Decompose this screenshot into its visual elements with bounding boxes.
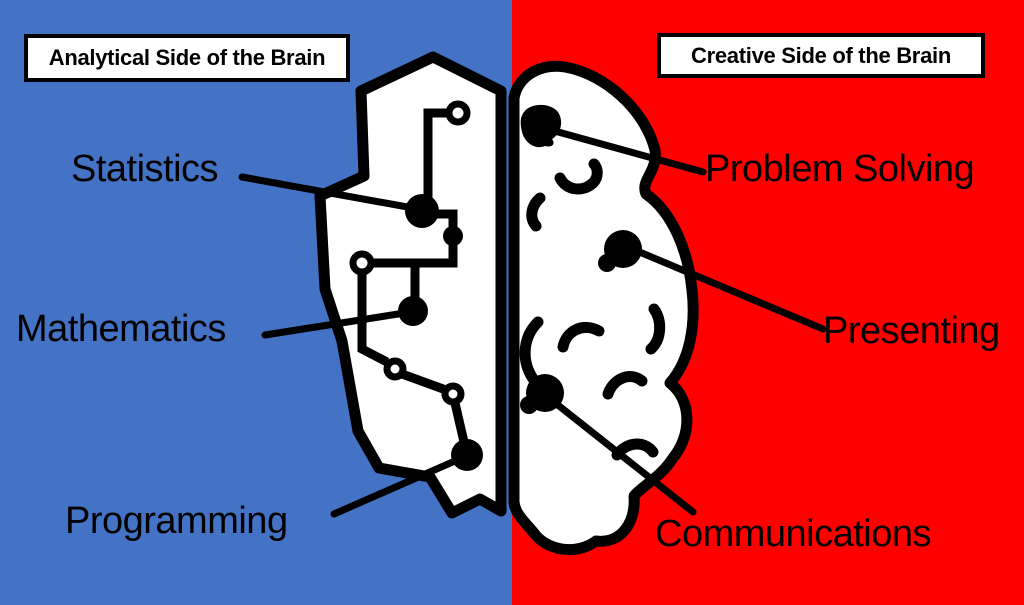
creative-header-text: Creative Side of the Brain [691, 42, 951, 68]
mathematics-node [398, 296, 428, 326]
presenting-blob [598, 230, 642, 272]
problem-solving-blob [520, 104, 562, 148]
label-problem-solving: Problem Solving [705, 148, 975, 190]
connector-statistics [238, 173, 428, 214]
label-presenting: Presenting [823, 310, 1000, 352]
label-statistics: Statistics [71, 148, 219, 190]
small-node [443, 226, 463, 246]
open-node [445, 100, 471, 126]
connector-lines [238, 126, 827, 518]
brain-right-half [508, 60, 699, 555]
open-node [383, 357, 407, 381]
creative-header-box: Creative Side of the Brain [657, 33, 985, 78]
connector-mathematics [261, 308, 415, 339]
open-node [441, 382, 465, 406]
statistics-node [405, 194, 439, 228]
label-mathematics: Mathematics [16, 308, 226, 350]
connector-presenting [626, 244, 827, 333]
connector-programming [330, 453, 468, 518]
circuit-nodes [349, 100, 483, 471]
analytical-header-text: Analytical Side of the Brain [48, 45, 326, 70]
brain-folds [519, 158, 666, 461]
programming-node [451, 439, 483, 471]
communications-blob [520, 374, 564, 414]
label-programming: Programming [65, 500, 288, 542]
connector-communications [545, 394, 697, 516]
connector-problem-solving [547, 126, 707, 176]
analytical-header-box: Analytical Side of the Brain [24, 34, 350, 82]
creative-nodes [520, 104, 642, 414]
open-node [349, 250, 375, 276]
label-communications: Communications [655, 513, 932, 555]
